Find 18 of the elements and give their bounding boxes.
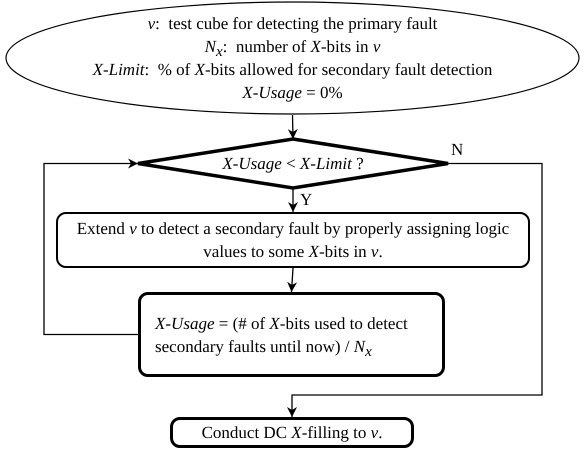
- arrow: [43, 158, 138, 336]
- start-ellipse: [5, 1, 580, 115]
- arrow: [288, 114, 298, 140]
- process-box: [138, 292, 445, 377]
- node-text: X-Usage = (# of X-bits used to detect secondary faults until now) / N$_{x}$: [155, 312, 409, 358]
- node-text: X-Limit: % of X-bits allowed for secondary fault detection: [92, 59, 492, 81]
- arrow: [287, 268, 298, 292]
- arrow: [288, 188, 298, 212]
- process-box: [170, 417, 414, 448]
- node-text: Extend v to detect a secondary fault by properly assigning logic values to some X-bits in v.: [76, 218, 510, 263]
- arrow: [287, 162, 543, 417]
- node-text: X-Usage < X-Limit ?: [222, 153, 364, 175]
- node-text: N$_{x}$: number of X-bits in v: [204, 36, 380, 58]
- node-text: Conduct DC X-filling to v.: [202, 422, 382, 444]
- process-box: [56, 212, 530, 268]
- node-text: X-Usage = 0%: [242, 82, 343, 104]
- node-text: v: test cube for detecting the primary fault: [148, 13, 438, 35]
- decision-diamond: [138, 139, 448, 188]
